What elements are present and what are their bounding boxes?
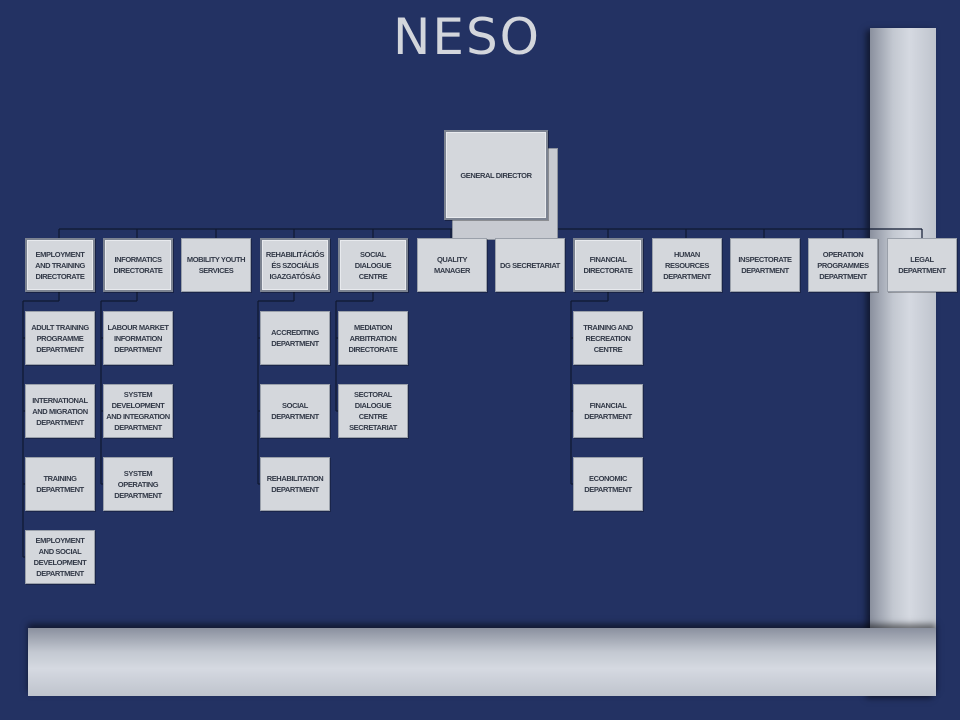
org-box-mediation-arbitration: MEDIATION ARBITRATION DIRECTORATE [338, 311, 408, 365]
org-box-financial-department: FINANCIAL DEPARTMENT [573, 384, 643, 438]
org-box-financial-directorate: FINANCIAL DIRECTORATE [573, 238, 643, 292]
slide-frame-bottom [28, 628, 936, 696]
org-box-accrediting: ACCREDITING DEPARTMENT [260, 311, 330, 365]
org-box-social-dialogue-centre: SOCIAL DIALOGUE CENTRE [338, 238, 408, 292]
org-box-labour-market-information: LABOUR MARKET INFORMATION DEPARTMENT [103, 311, 173, 365]
org-box-economic-department: ECONOMIC DEPARTMENT [573, 457, 643, 511]
org-box-dg-secretariat: DG SECRETARIAT [495, 238, 565, 292]
org-box-system-development: SYSTEM DEVELOPMENT AND INTEGRATION DEPAR… [103, 384, 173, 438]
org-box-rehabilitation-department: REHABILITATION DEPARTMENT [260, 457, 330, 511]
org-box-sectoral-dialogue: SECTORAL DIALOGUE CENTRE SECRETARIAT [338, 384, 408, 438]
general-director-box: GENERAL DIRECTOR [444, 130, 548, 220]
org-box-training-recreation: TRAINING AND RECREATION CENTRE [573, 311, 643, 365]
slide-title: NESO [392, 8, 542, 66]
org-box-system-operating: SYSTEM OPERATING DEPARTMENT [103, 457, 173, 511]
org-box-operation-programmes: OPERATION PROGRAMMES DEPARTMENT [808, 238, 878, 292]
org-box-international-migration: INTERNATIONAL AND MIGRATION DEPARTMENT [25, 384, 95, 438]
org-box-training-department: TRAINING DEPARTMENT [25, 457, 95, 511]
org-box-employment-social-development: EMPLOYMENT AND SOCIAL DEVELOPMENT DEPART… [25, 530, 95, 584]
org-box-adult-training: ADULT TRAINING PROGRAMME DEPARTMENT [25, 311, 95, 365]
org-box-inspectorate: INSPECTORATE DEPARTMENT [730, 238, 800, 292]
org-box-mobility-youth-services: MOBILITY YOUTH SERVICES [181, 238, 251, 292]
org-box-informatics-directorate: INFORMATICS DIRECTORATE [103, 238, 173, 292]
org-box-quality-manager: QUALITY MANAGER [417, 238, 487, 292]
org-box-social-department: SOCIAL DEPARTMENT [260, 384, 330, 438]
org-box-legal-department: LEGAL DEPARTMENT [887, 238, 957, 292]
org-box-employment-directorate: EMPLOYMENT AND TRAINING DIRECTORATE [25, 238, 95, 292]
org-box-rehabilitation-directorate: REHABILITÁCIÓS ÉS SZOCIÁLIS IGAZGATÓSÁG [260, 238, 330, 292]
slide-frame-right [870, 28, 936, 696]
org-box-human-resources: HUMAN RESOURCES DEPARTMENT [652, 238, 722, 292]
